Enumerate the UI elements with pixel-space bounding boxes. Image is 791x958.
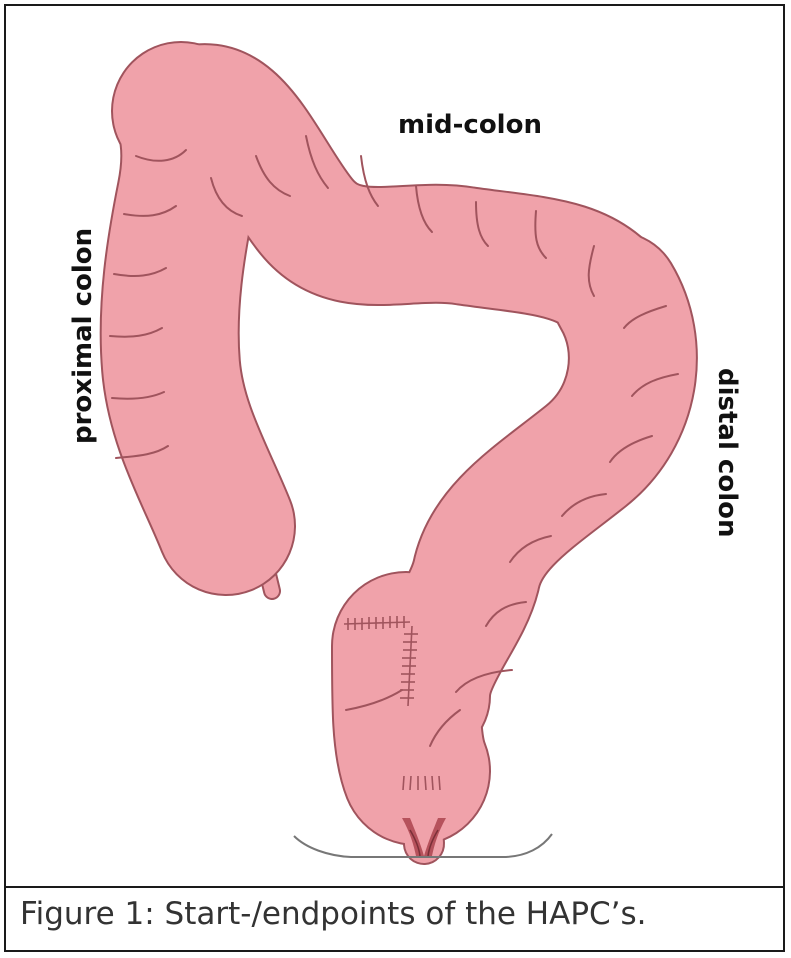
proximal-colon-label: proximal colon: [68, 228, 98, 444]
distal-colon-label: distal colon: [712, 368, 742, 538]
figure-frame: .tube { fill: none; stroke: #a0545d; str…: [4, 4, 785, 952]
colon-diagram: .tube { fill: none; stroke: #a0545d; str…: [6, 6, 783, 886]
figure-caption: Figure 1: Start-/endpoints of the HAPC’s…: [20, 896, 647, 932]
colon-figure: .tube { fill: none; stroke: #a0545d; str…: [6, 6, 783, 888]
mid-colon-label: mid-colon: [398, 110, 542, 140]
